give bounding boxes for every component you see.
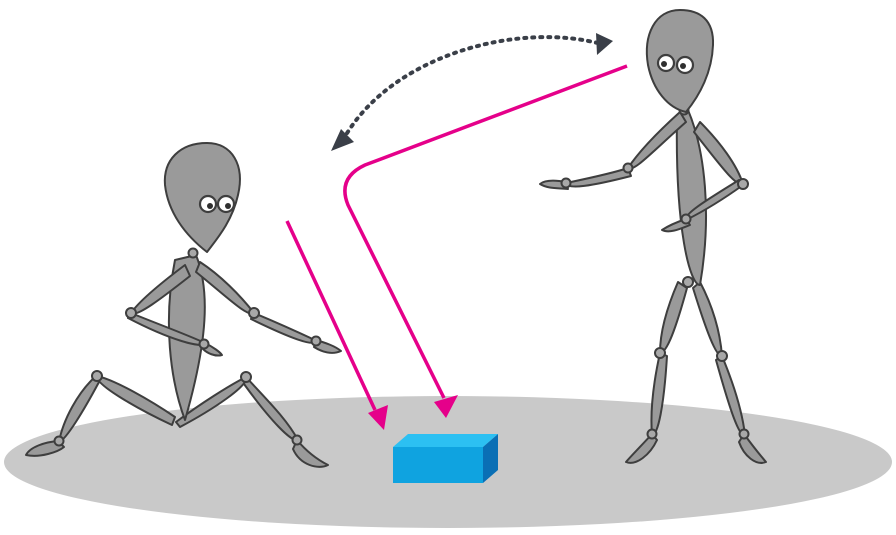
standing-figure <box>540 10 766 463</box>
blue-box <box>393 434 498 483</box>
mutual-gaze-arrow <box>331 33 613 151</box>
gaze-arrow-right <box>345 66 627 418</box>
